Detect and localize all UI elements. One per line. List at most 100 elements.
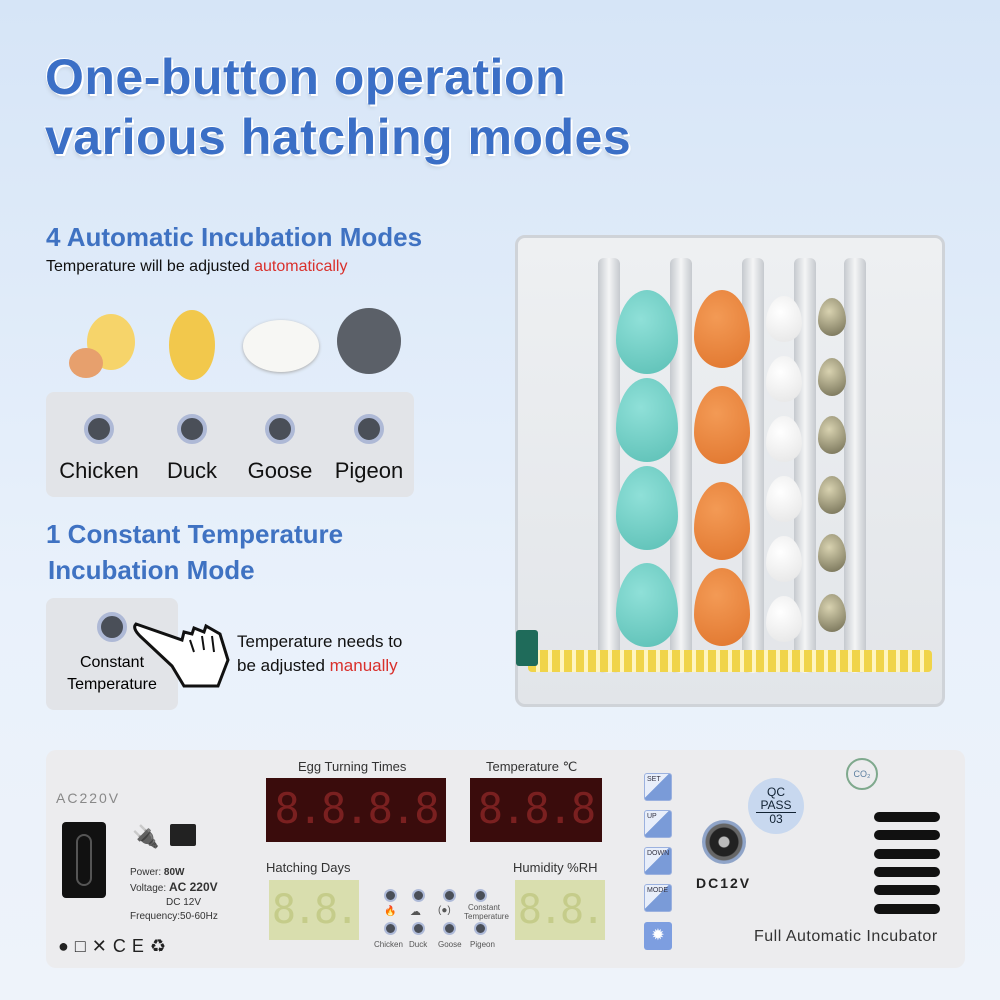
note-highlight: manually (329, 656, 398, 675)
text: Constant (467, 903, 501, 912)
hatching-days-display: 8.8. (269, 880, 359, 940)
animal-images (65, 300, 425, 388)
co2-tree-icon: CO₂ (846, 758, 878, 790)
set-button[interactable]: SET (644, 773, 672, 801)
orange-egg (694, 290, 750, 368)
battery-icon (170, 824, 196, 846)
roller (670, 258, 692, 673)
orange-egg (694, 482, 750, 560)
temperature-display: 8.8.8 (470, 778, 602, 842)
up-button[interactable]: UP (644, 810, 672, 838)
certification-icons: ●□✕CE♻ (58, 936, 172, 956)
constant-mode-panel[interactable]: Constant Temperature (46, 598, 178, 710)
goose-indicator (443, 922, 456, 935)
constant-button[interactable] (97, 612, 127, 642)
goose-image (243, 320, 319, 372)
fan-clip (516, 630, 538, 666)
auto-modes-panel: Chicken Duck Goose Pigeon (46, 392, 414, 497)
note-text: Temperature will be adjusted (46, 258, 255, 275)
power-specs: Power: 80W Voltage: AC 220V DC 12V Frequ… (130, 866, 218, 924)
mode-chicken[interactable]: Chicken (54, 414, 144, 484)
humidity-display: 8.8. (515, 880, 605, 940)
quail-egg (818, 534, 846, 572)
indicator-light (412, 889, 425, 902)
down-button[interactable]: DOWN (644, 847, 672, 875)
roller (742, 258, 764, 673)
constant-label-1: Constant (79, 654, 145, 671)
dc-power-jack[interactable] (702, 820, 746, 864)
mode-button[interactable]: MODE (644, 884, 672, 912)
water-tray (528, 650, 932, 672)
mode-pigeon[interactable]: Pigeon (324, 414, 414, 484)
duckling-image (169, 310, 215, 380)
mode-goose[interactable]: Goose (235, 414, 325, 484)
quail-egg (818, 298, 846, 336)
mode-label: Pigeon (334, 458, 404, 483)
mode-label: Goose (247, 458, 313, 483)
headline-line-1: One-button operation (45, 49, 567, 105)
egg-turning-label: Egg Turning Times (298, 759, 407, 774)
chicken-indicator (384, 922, 397, 935)
quail-egg (818, 594, 846, 632)
constant-label-2: Temperature (67, 676, 157, 693)
indicator-light (474, 889, 487, 902)
hatching-days-label: Hatching Days (266, 860, 351, 875)
white-egg (766, 596, 802, 642)
pigeon-label: Pigeon (470, 940, 495, 949)
white-egg (766, 356, 802, 402)
vent-slot (874, 904, 940, 914)
power-value: 80W (163, 867, 185, 878)
blue-egg (616, 563, 678, 647)
vent-slot (874, 849, 940, 859)
qc-pass-sticker: QC PASS 03 (748, 778, 804, 834)
auto-modes-note: Temperature will be adjusted automatical… (46, 258, 347, 276)
quail-egg (818, 476, 846, 514)
duck-indicator (412, 922, 425, 935)
incubator-image (515, 235, 945, 707)
roller (598, 258, 620, 673)
mode-label: Duck (166, 458, 218, 483)
orange-egg (694, 568, 750, 646)
text: Temperature (464, 912, 509, 921)
blue-egg (616, 466, 678, 550)
text: QC (767, 785, 785, 799)
frequency: Frequency:50-60Hz (130, 911, 218, 922)
indicator-light (443, 889, 456, 902)
goose-button[interactable] (265, 414, 295, 444)
voltage-ac: AC 220V (168, 880, 218, 894)
power-socket[interactable] (62, 822, 106, 898)
blue-egg (616, 290, 678, 374)
plug-icon: 🔌 (132, 824, 160, 849)
white-egg (766, 416, 802, 462)
text: PASS (756, 799, 796, 813)
pigeon-indicator (474, 922, 487, 935)
indicator-light (384, 889, 397, 902)
egg-turning-display: 8.8.8.8 (266, 778, 446, 842)
text: 03 (769, 812, 783, 826)
blue-egg (616, 378, 678, 462)
light-button[interactable]: ✹ (644, 922, 672, 950)
product-name: Full Automatic Incubator (754, 928, 938, 945)
constant-title-1: 1 Constant Temperature (46, 519, 344, 549)
vent-slot (874, 830, 940, 840)
duck-button[interactable] (177, 414, 207, 444)
vent-slot (874, 812, 940, 822)
chicken-button[interactable] (84, 414, 114, 444)
mode-duck[interactable]: Duck (147, 414, 237, 484)
mode-label: Chicken (59, 458, 139, 483)
vent-slot (874, 885, 940, 895)
goose-label: Goose (438, 940, 462, 949)
pigeon-button[interactable] (354, 414, 384, 444)
manual-note: Temperature needs to be adjusted manuall… (237, 630, 402, 678)
manual-note-line-2: be adjusted manually (237, 654, 402, 678)
white-egg (766, 476, 802, 522)
duck-label: Duck (409, 940, 428, 949)
chicken-label: Chicken (374, 940, 403, 949)
voltage-label: Voltage: (130, 883, 167, 894)
pointing-hand-icon (133, 622, 230, 688)
constant-title-2: Incubation Mode (48, 555, 255, 585)
orange-egg (694, 386, 750, 464)
egg-image (69, 348, 103, 378)
text: CO₂ (853, 769, 871, 779)
roller (844, 258, 866, 673)
